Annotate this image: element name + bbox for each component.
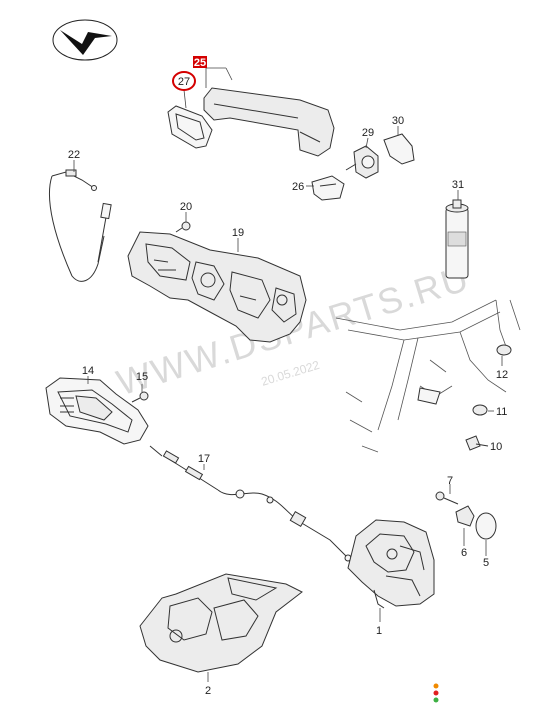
screw-7 <box>435 491 459 505</box>
brand-logo <box>52 19 118 61</box>
callout-1: 1 <box>376 625 382 637</box>
callout-29: 29 <box>362 127 374 139</box>
screw-10 <box>465 435 489 451</box>
exterior-door-handle <box>167 87 335 157</box>
callout-27-highlight: 27 <box>172 71 196 91</box>
dot-red <box>433 690 439 696</box>
callout-31: 31 <box>452 179 464 191</box>
handle-cap <box>311 175 345 201</box>
nut-11 <box>472 404 488 416</box>
callout-15: 15 <box>136 371 148 383</box>
striker-cover-5 <box>475 512 497 540</box>
striker-6 <box>455 505 475 527</box>
lock-cylinder-housing <box>345 145 379 179</box>
door-frame-outline <box>335 299 521 453</box>
dot-green <box>433 697 439 703</box>
callout-27: 27 <box>178 76 190 88</box>
callout-22: 22 <box>68 149 80 161</box>
release-cable-17 <box>149 445 352 562</box>
dot-orange <box>433 683 439 689</box>
lock-cover-panel <box>139 573 303 673</box>
callout-6: 6 <box>461 547 467 559</box>
callout-5: 5 <box>483 557 489 569</box>
cylinder-cover <box>383 133 415 165</box>
callout-19: 19 <box>232 227 244 239</box>
callout-10: 10 <box>490 441 502 453</box>
release-cable-22 <box>49 169 112 282</box>
watermark-date: 20.05.2022 <box>260 358 322 389</box>
grease-spray-can <box>445 199 469 279</box>
callout-20: 20 <box>180 201 192 213</box>
status-dots <box>433 683 439 703</box>
interior-door-handle <box>45 377 149 445</box>
callout-25: 25 <box>194 57 206 69</box>
screw-15 <box>131 391 149 403</box>
callout-14: 14 <box>82 365 94 377</box>
callout-30: 30 <box>392 115 404 127</box>
callout-17: 17 <box>198 453 210 465</box>
handle-carrier-bracket <box>127 231 307 343</box>
cap-12 <box>496 344 512 356</box>
door-lock-unit <box>347 519 435 609</box>
callout-2: 2 <box>205 685 211 697</box>
callout-11: 11 <box>496 406 507 418</box>
callout-7: 7 <box>447 475 453 487</box>
callout-26: 26 <box>292 181 304 193</box>
callout-25-highlight: 25 <box>193 56 207 69</box>
screw-20 <box>175 221 191 233</box>
callout-12: 12 <box>496 369 508 381</box>
